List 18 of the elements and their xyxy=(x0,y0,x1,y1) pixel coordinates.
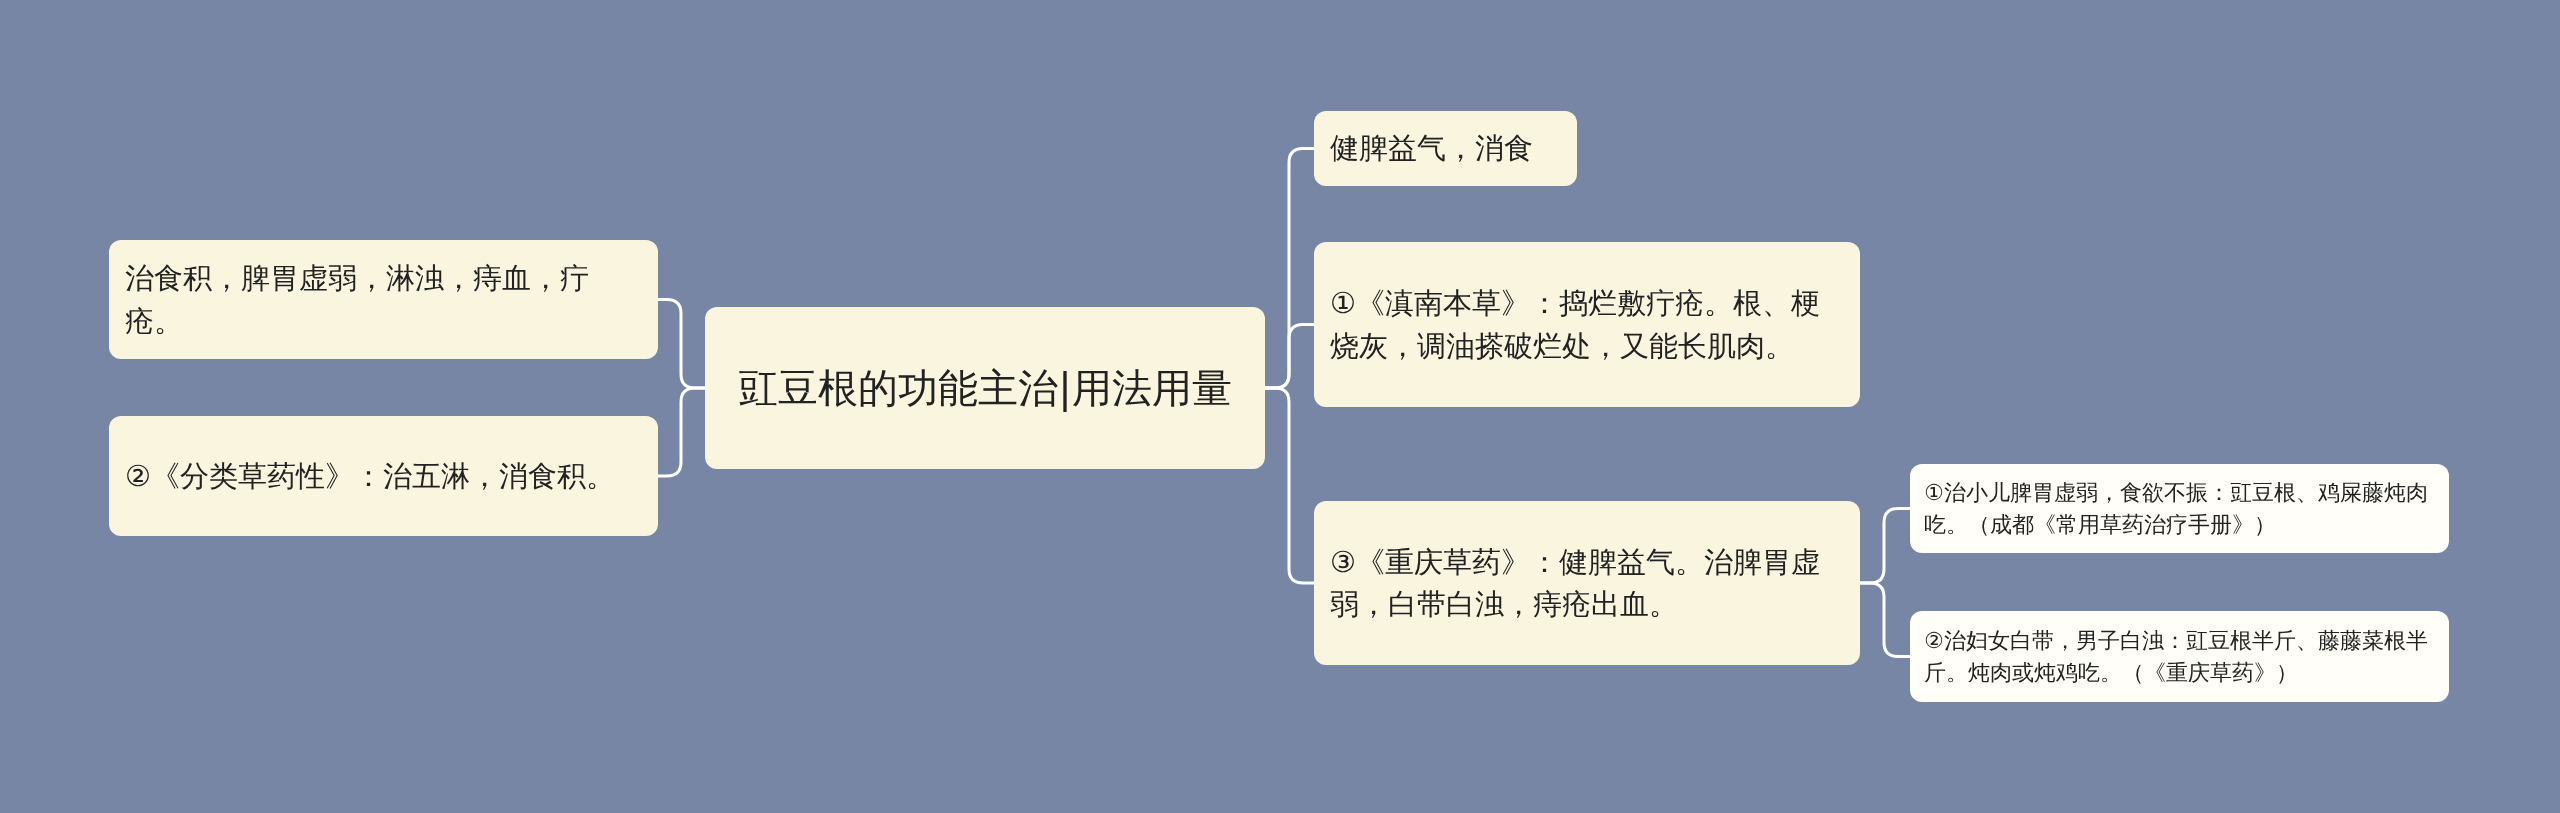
topic-text: 健脾益气，消食 xyxy=(1330,130,1533,168)
subtopic-text: ②治妇女白带，男子白浊：豇豆根半斤、藤藤菜根半斤。炖肉或炖鸡吃。（《重庆草药》） xyxy=(1924,626,2429,687)
central-topic-text: 豇豆根的功能主治|用法用量 xyxy=(738,364,1232,414)
topic-text: 治食积，脾胃虚弱，淋浊，痔血，疔疮。 xyxy=(125,260,590,340)
topic-box xyxy=(109,240,658,359)
topic-box xyxy=(1314,242,1860,407)
topic-box xyxy=(1314,501,1860,665)
topic-box xyxy=(109,416,658,536)
subtopic-box xyxy=(1910,464,2449,553)
central-topic-box xyxy=(705,307,1265,469)
connector-line xyxy=(658,386,705,478)
topic-text: ③《重庆草药》：健脾益气。治脾胃虚弱，白带白浊，痔疮出血。 xyxy=(1330,543,1821,623)
subtopic-text: ①治小儿脾胃虚弱，食欲不振：豇豆根、鸡屎藤炖肉吃。（成都《常用草药治疗手册》） xyxy=(1924,478,2429,539)
topic-text: ①《滇南本草》：捣烂敷疔疮。根、梗烧灰，调油搽破烂处，又能长肌肉。 xyxy=(1330,285,1821,365)
topic-text: ②《分类草药性》：治五淋，消食积。 xyxy=(125,457,615,495)
connector-line xyxy=(1265,386,1314,585)
topic-box xyxy=(1314,111,1577,186)
subtopic-box xyxy=(1910,611,2449,702)
